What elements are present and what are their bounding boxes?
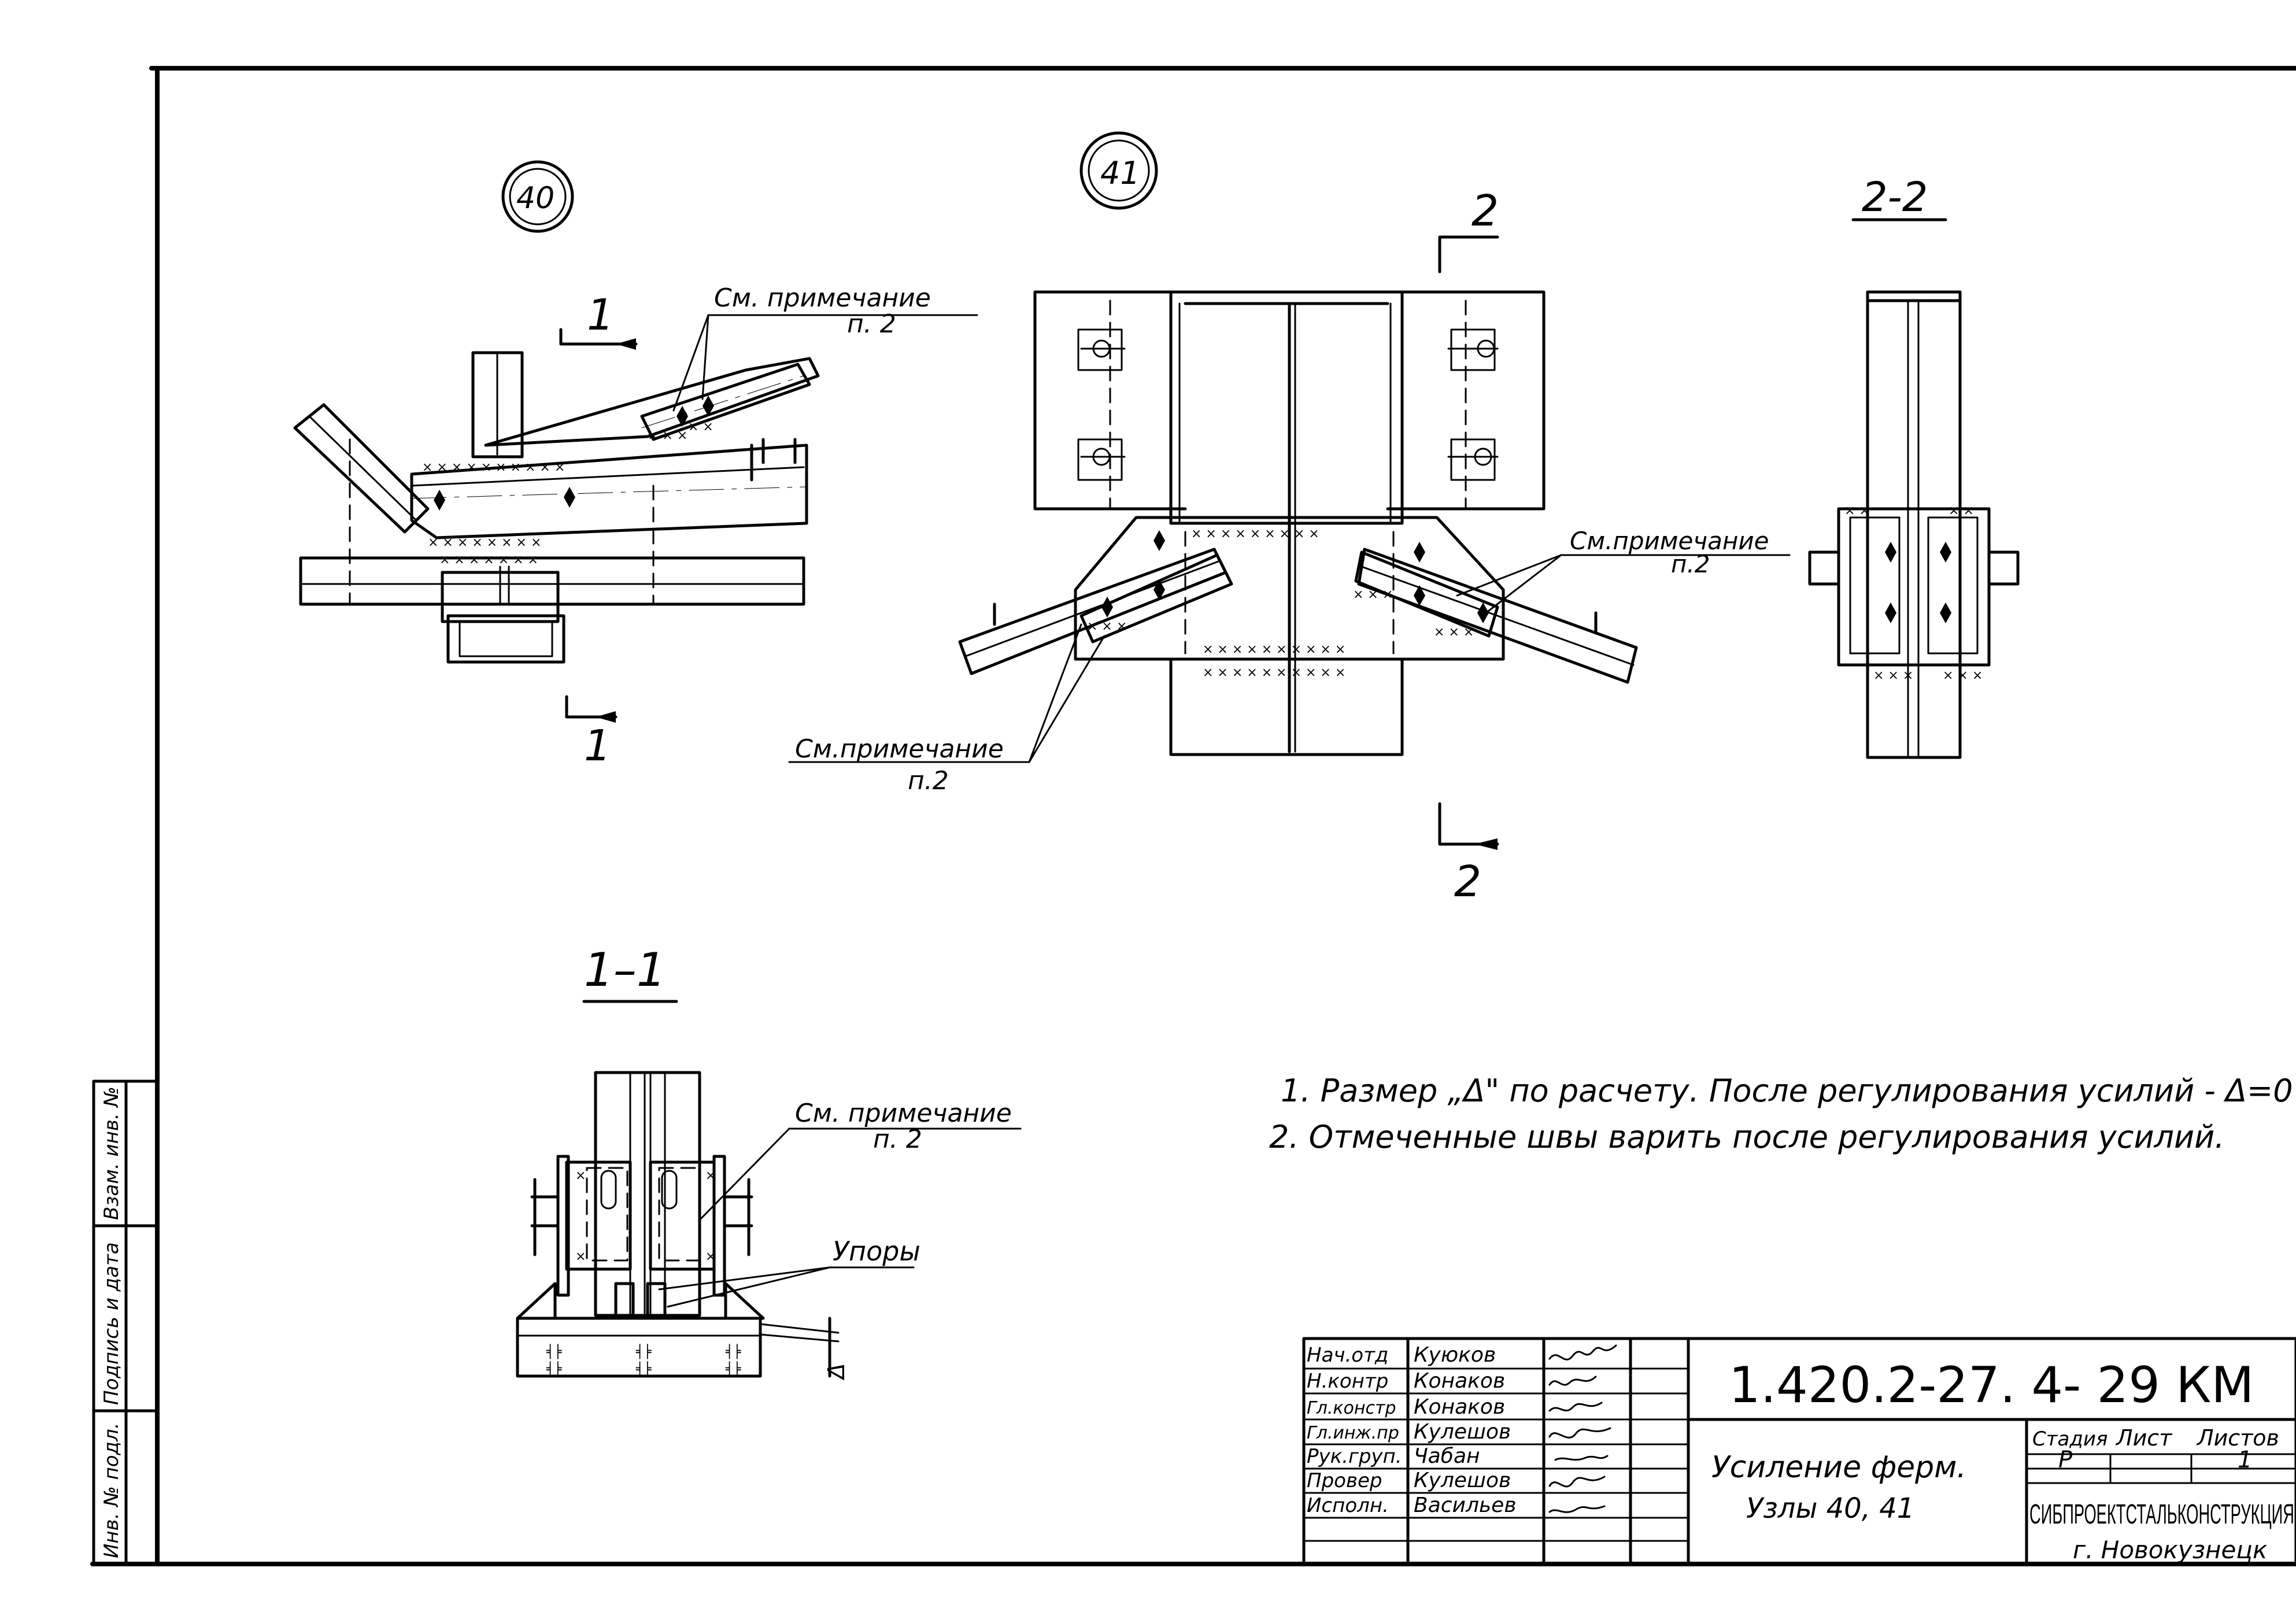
name-2: Конаков	[1414, 1395, 1505, 1419]
role-4: Рук.груп.	[1307, 1445, 1402, 1468]
name-6: Васильев	[1414, 1493, 1517, 1517]
svg-text:× ×: × ×	[688, 420, 713, 434]
name-3: Кулешов	[1414, 1420, 1511, 1444]
section-1-mark-top: 1	[587, 290, 614, 340]
callout-40-see-note: См. примечание	[714, 283, 931, 313]
role-3: Гл.инж.пр	[1307, 1423, 1399, 1443]
callout-stops: Упоры	[833, 1236, 920, 1267]
svg-text:×: ×	[705, 1169, 716, 1183]
callout-1-1-item: п. 2	[873, 1125, 922, 1154]
note-1: 1. Размер „Δ" по расчету. После регулиро…	[1281, 1073, 2293, 1109]
callout-41-left-item: п.2	[908, 766, 949, 796]
svg-text:╡╞: ╡╞	[725, 1361, 741, 1377]
svg-text:× × ×: × × ×	[1353, 587, 1393, 602]
svg-text:╡╞: ╡╞	[546, 1344, 562, 1359]
city: г. Новокузнецк	[2073, 1536, 2268, 1564]
node-40-bubble	[501, 160, 574, 233]
notes-block: 1. Размер „Δ" по расчету. После регулиро…	[1269, 1073, 2293, 1155]
svg-text:× × ×: × × ×	[1434, 625, 1474, 639]
stamp-replaces-inv: Взам. инв. №	[100, 1086, 123, 1220]
svg-text:×: ×	[705, 1249, 716, 1264]
doc-code: 1.420.2-27. 4- 29 КМ	[1729, 1356, 2254, 1414]
callout-41-left-see-note: См.примечание	[795, 734, 1004, 764]
title-line-1: Усиление ферм.	[1711, 1450, 1966, 1485]
svg-text:× × × × × × ×: × × × × × × ×	[439, 553, 538, 567]
stamp-sign-date: Подпись и дата	[100, 1242, 123, 1405]
callout-41-right-item: п.2	[1671, 550, 1710, 578]
svg-text:× × × × × × × ×: × × × × × × × ×	[428, 535, 541, 550]
sheet-label: Лист	[2115, 1425, 2173, 1451]
title-block: Нач.отд Н.контр Гл.констр Гл.инж.пр Рук.…	[1302, 1337, 2296, 1566]
svg-text:× × × × × × × × × ×: × × × × × × × × × ×	[1203, 665, 1345, 680]
svg-text:× × × × × × × × × ×: × × × × × × × × × ×	[1203, 642, 1345, 657]
node-41-drawing: 41 2 2	[788, 131, 1791, 907]
svg-text:× × ×: × × ×	[1873, 668, 1913, 683]
name-1: Конаков	[1414, 1369, 1505, 1393]
role-1: Н.контр	[1307, 1370, 1388, 1393]
note-2: 2. Отмеченные швы варить после регулиров…	[1269, 1119, 2224, 1155]
role-0: Нач.отд	[1307, 1344, 1388, 1367]
name-4: Чабан	[1414, 1444, 1480, 1468]
sheets-label: Листов	[2196, 1425, 2279, 1451]
svg-text:× × ×: × × ×	[648, 428, 687, 443]
svg-text:×: ×	[575, 1169, 586, 1183]
section-1-1-drawing: 1–1 ╡╞ ╡╞ ╡╞ ╡╞ ╡╞ ╡╞	[516, 943, 1022, 1381]
node-41-bubble	[1079, 131, 1158, 210]
callout-1-1-see-note: См. примечание	[795, 1099, 1012, 1128]
svg-text:× ×: × ×	[1844, 504, 1870, 518]
svg-text:×: ×	[575, 1249, 586, 1264]
section-2-mark-top: 2	[1471, 186, 1499, 236]
name-5: Кулешов	[1414, 1469, 1511, 1492]
svg-text:× × × × × × × × × ×: × × × × × × × × × ×	[422, 460, 565, 475]
callout-40-item: п. 2	[847, 309, 896, 339]
section-1-mark-bottom: 1	[584, 721, 611, 771]
callout-41-right-see-note: См.примечание	[1570, 527, 1769, 555]
stamp-inv-no-orig: Инв. № подл.	[100, 1422, 123, 1558]
role-2: Гл.констр	[1307, 1398, 1396, 1418]
signature-scribbles	[1548, 1344, 1617, 1513]
section-2-2-drawing: 2-2 × × × × × × × × × ×	[1808, 173, 2020, 759]
section-1-1-title: 1–1	[584, 943, 666, 997]
section-2-mark-bottom: 2	[1454, 857, 1481, 907]
svg-text:╡╞: ╡╞	[635, 1361, 652, 1377]
svg-text:× × × × × × × × ×: × × × × × × × × ×	[1191, 527, 1319, 541]
dimension-delta: Δ	[823, 1363, 850, 1381]
title-line-2: Узлы 40, 41	[1746, 1492, 1914, 1525]
svg-text:× × ×: × × ×	[1087, 619, 1127, 634]
svg-text:╡╞: ╡╞	[546, 1361, 562, 1377]
svg-text:× × ×: × × ×	[1943, 668, 1983, 683]
node-40-drawing: 40 1 1	[293, 160, 978, 771]
svg-text:× ×: × ×	[1949, 504, 1974, 518]
sheets-value: 1	[2238, 1447, 2252, 1473]
stage-label: Стадия	[2032, 1428, 2108, 1451]
node-41-label: 41	[1100, 155, 1140, 191]
svg-text:╡╞: ╡╞	[725, 1344, 741, 1359]
role-5: Провер	[1307, 1469, 1382, 1492]
stage-value: Р	[2058, 1447, 2073, 1473]
side-stamp: Взам. инв. № Подпись и дата Инв. № подл.	[92, 1079, 159, 1566]
section-2-2-title: 2-2	[1862, 173, 1928, 221]
name-0: Куюков	[1414, 1343, 1496, 1367]
svg-text:╡╞: ╡╞	[635, 1344, 652, 1359]
organization: СИБПРОЕКТСТАЛЬКОНСТРУКЦИЯ	[2029, 1499, 2294, 1530]
node-40-label: 40	[516, 181, 554, 216]
role-6: Исполн.	[1307, 1494, 1389, 1517]
